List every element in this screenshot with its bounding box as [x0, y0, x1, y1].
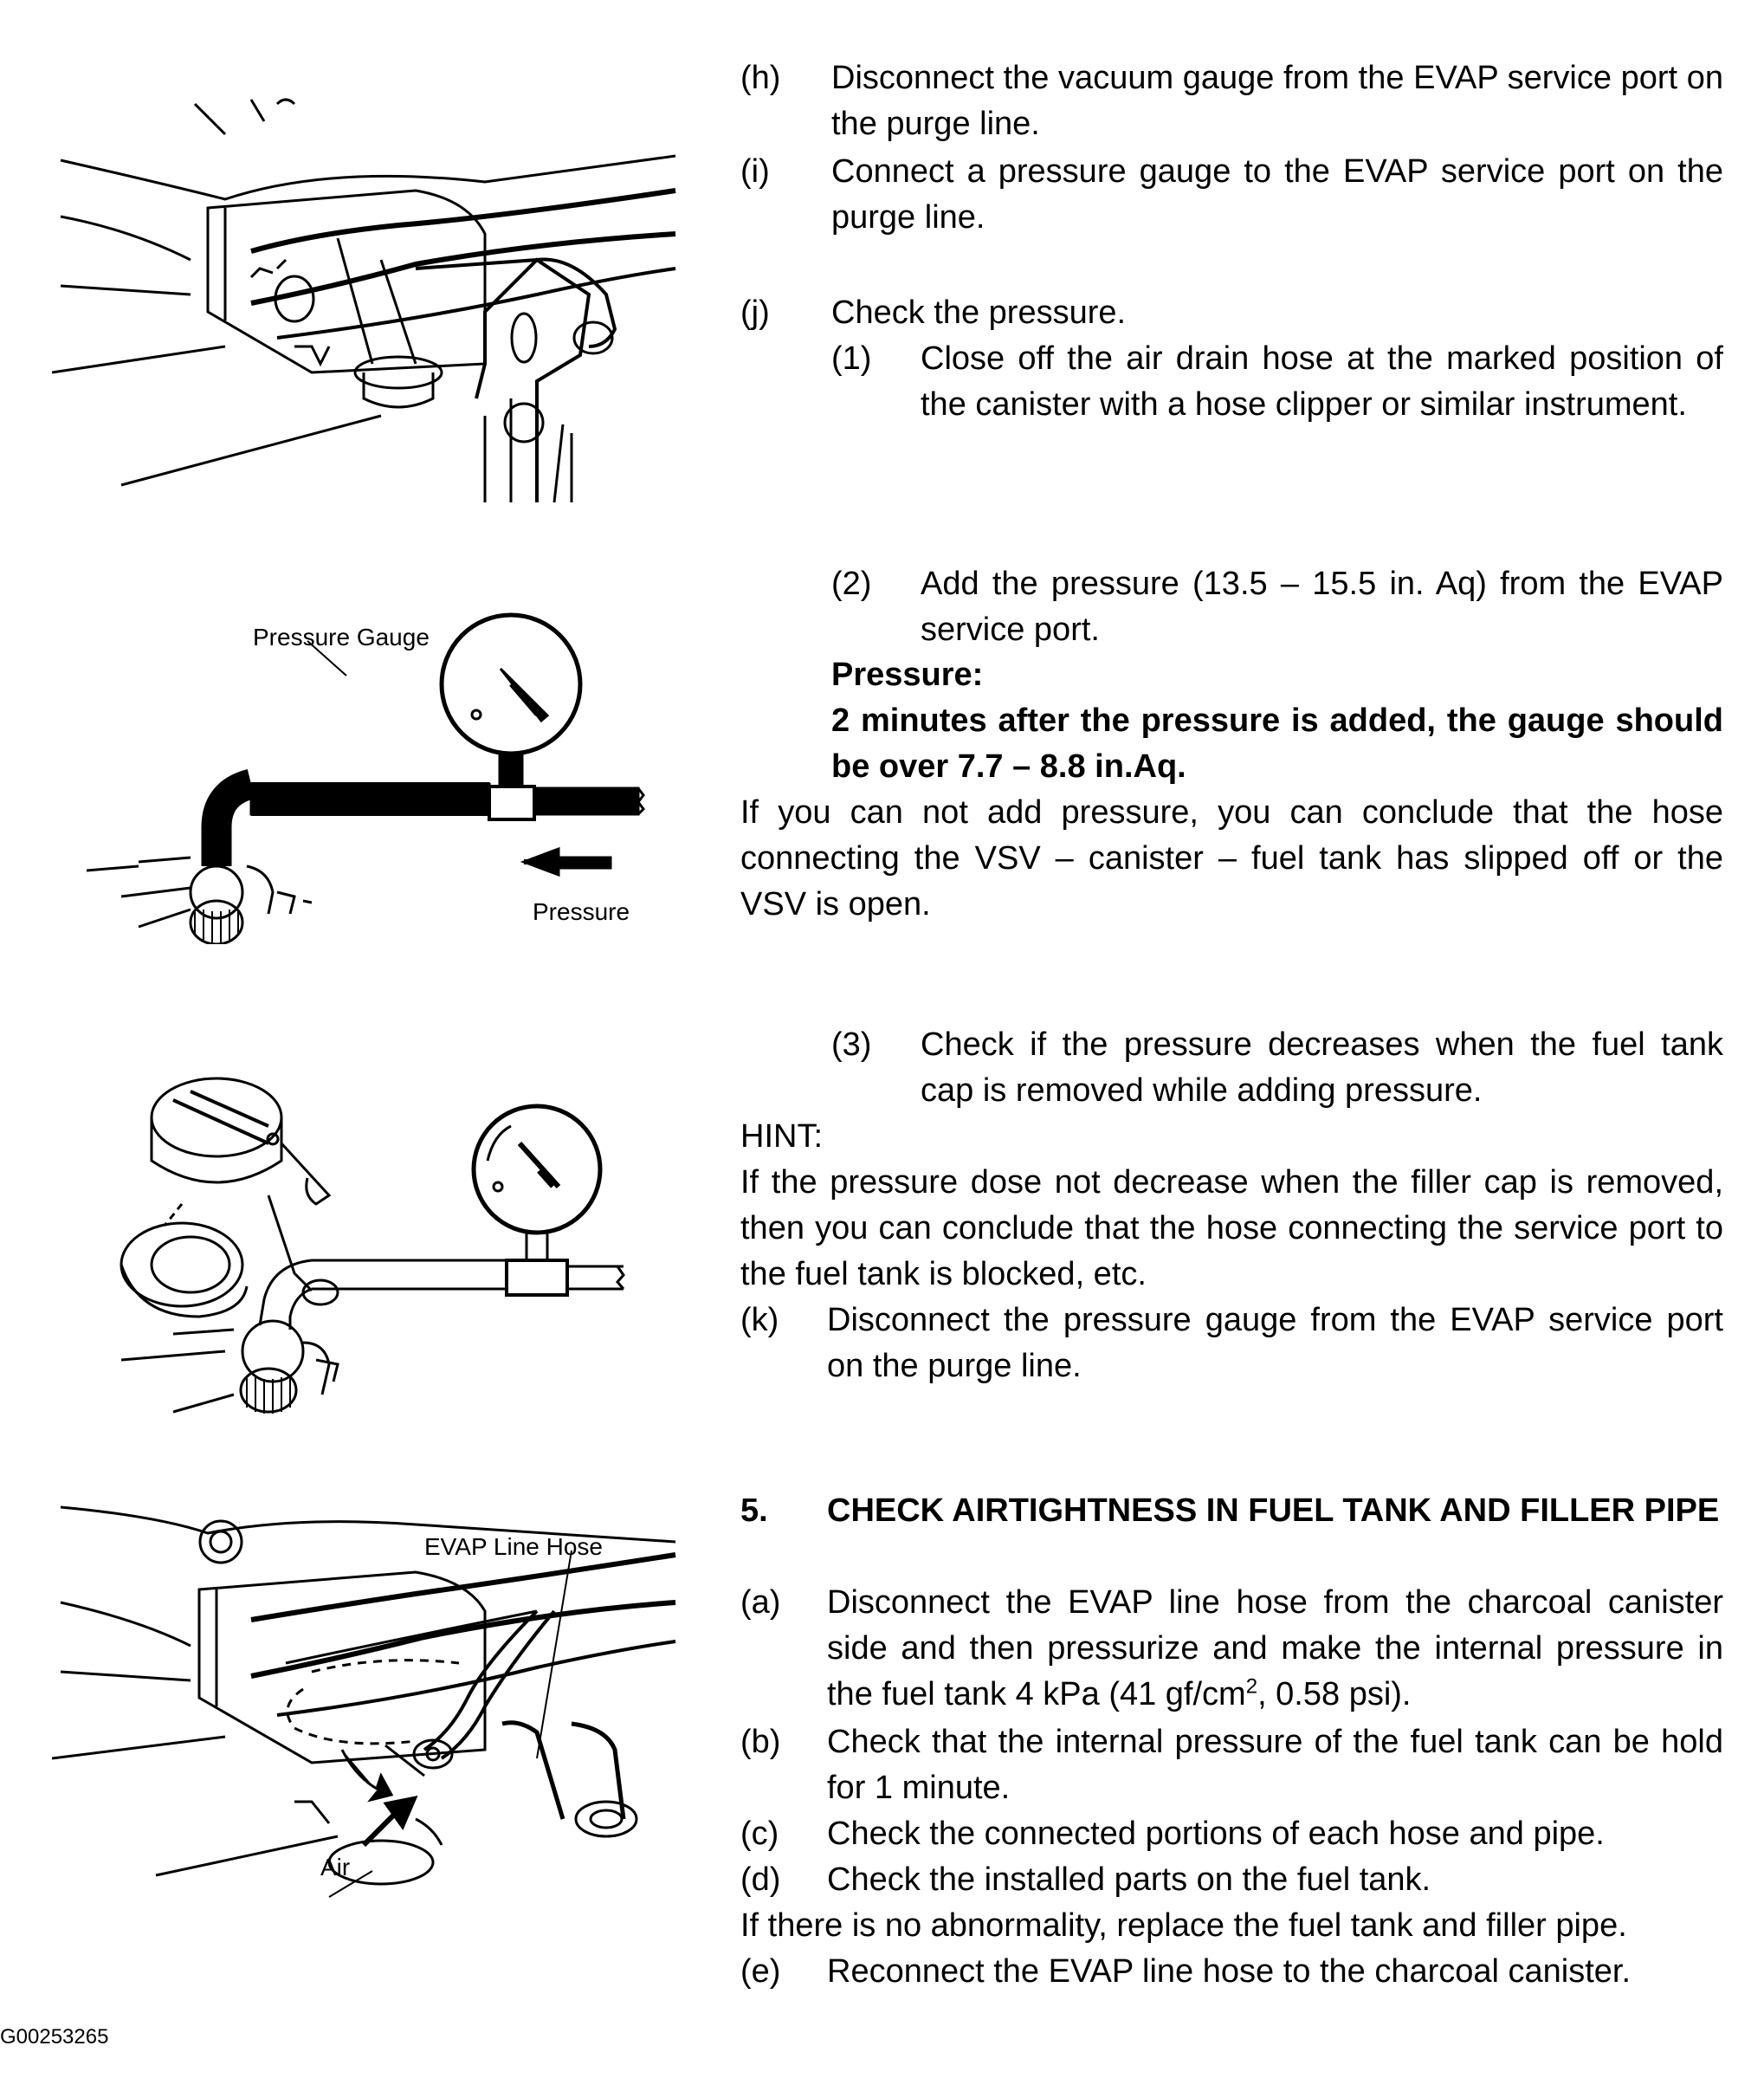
step-text: Check the installed parts on the fuel ta…	[827, 1861, 1431, 1898]
hint-text: If the pressure dose not decrease when t…	[740, 1164, 1723, 1292]
step-text: Connect a pressure gauge to the EVAP ser…	[831, 153, 1723, 236]
step-mark: (e)	[740, 1953, 781, 1990]
step-mark: (d)	[740, 1861, 781, 1898]
figure-code: G00253265	[0, 2025, 109, 2049]
step-text-post: , 0.58 psi).	[1257, 1676, 1412, 1712]
section-title: CHECK AIRTIGHTNESS IN FUEL TANK AND FILL…	[827, 1492, 1720, 1529]
step-mark: (i)	[740, 153, 770, 190]
pressure-note: If you can not add pressure, you can con…	[740, 794, 1723, 922]
step-text: Disconnect the pressure gauge from the E…	[827, 1302, 1723, 1384]
step-mark: (k)	[740, 1302, 779, 1338]
figure-evap-line-hose: EVAP Line Hose Air	[52, 1490, 710, 1906]
step-mark: (b)	[740, 1724, 781, 1760]
superscript: 2	[1245, 1674, 1258, 1699]
step-text: Add the pressure (13.5 – 15.5 in. Aq) fr…	[921, 566, 1723, 648]
step-mark: (1)	[831, 340, 872, 377]
step-text: Check the connected portions of each hos…	[827, 1816, 1605, 1852]
step-mark: (c)	[740, 1816, 779, 1852]
step-mark: (a)	[740, 1584, 781, 1621]
section-number: 5.	[740, 1492, 768, 1529]
step-text: Disconnect the EVAP line hose from the c…	[827, 1580, 1723, 1718]
step-mark: (h)	[740, 60, 781, 96]
step-text: Check that the internal pressure of the …	[827, 1724, 1723, 1806]
label-air: Air	[320, 1854, 351, 1881]
spec-value: 2 minutes after the pressure is added, t…	[831, 702, 1723, 785]
figure-hose-clipper	[52, 87, 710, 520]
step-text: Check if the pressure decreases when the…	[921, 1026, 1723, 1109]
hint-label: HINT:	[740, 1118, 823, 1155]
label-pressure: Pressure	[533, 898, 630, 925]
step-mark: (2)	[831, 566, 872, 602]
step-text: Disconnect the vacuum gauge from the EVA…	[831, 60, 1723, 142]
abnormality-note: If there is no abnormality, replace the …	[740, 1907, 1627, 1944]
step-text: Reconnect the EVAP line hose to the char…	[827, 1953, 1632, 1990]
figure-fuel-cap-removal	[95, 1065, 649, 1447]
step-text: Check the pressure.	[831, 295, 1127, 331]
label-evap-line-hose: EVAP Line Hose	[424, 1533, 603, 1560]
label-pressure-gauge: Pressure Gauge	[253, 624, 430, 651]
figure-pressure-gauge: Pressure Gauge Pressure	[87, 598, 675, 944]
step-text: Close off the air drain hose at the mark…	[921, 340, 1723, 423]
step-mark: (3)	[831, 1026, 872, 1063]
spec-label: Pressure:	[831, 657, 984, 693]
step-text-pre: Disconnect the EVAP line hose from the c…	[827, 1584, 1723, 1712]
step-mark: (j)	[740, 295, 770, 331]
